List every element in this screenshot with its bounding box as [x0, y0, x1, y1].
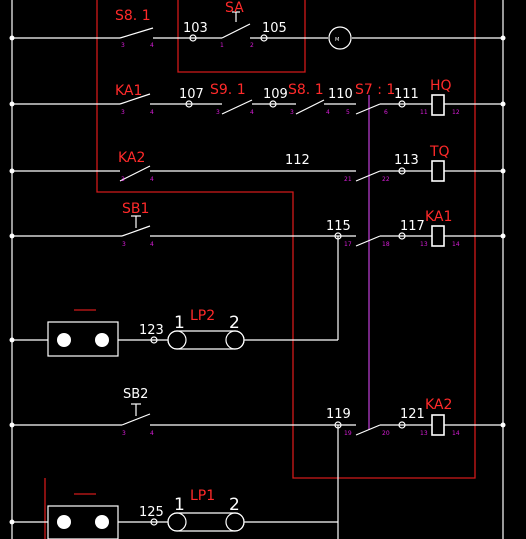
pin: 3: [122, 241, 126, 248]
pin: 21: [344, 176, 352, 183]
pin: 4: [150, 176, 154, 183]
pin: 11: [420, 109, 428, 116]
row-2: KA1 S9. 1 S8. 1 S7 : 1 HQ 107 109 110 11…: [9, 78, 506, 116]
pin: 3: [121, 42, 125, 49]
wire-121: 121: [400, 407, 425, 422]
terminal-screw: [57, 515, 71, 529]
motor-label: M: [335, 37, 339, 43]
label-sb1: SB1: [122, 201, 149, 217]
pin: 4: [150, 430, 154, 437]
switch-s91: [221, 99, 253, 115]
lamp-lp1-terminal-1: 1: [174, 495, 185, 515]
lamp-lp2-terminal-1: 1: [174, 313, 185, 333]
label-ka2-contact: KA2: [118, 150, 145, 166]
lamp-lp2: [167, 330, 245, 350]
pin: 20: [382, 430, 390, 437]
switch-sa: [221, 23, 251, 39]
pin: 17: [344, 241, 352, 248]
terminal-screw: [57, 333, 71, 347]
label-lp2: LP2: [190, 308, 215, 324]
pin: 4: [250, 109, 254, 116]
pin: 4: [150, 42, 154, 49]
bus-lines: [11, 0, 504, 539]
pin: 3: [122, 430, 126, 437]
contact-ka2: [119, 165, 151, 182]
pushbutton-sb1: [121, 225, 151, 237]
pin: 14: [452, 241, 460, 248]
pin: 3: [121, 109, 125, 116]
coil-hq: [431, 94, 445, 116]
wire-105: 105: [262, 21, 287, 36]
motor-symbol: [328, 26, 352, 50]
wire-117: 117: [400, 219, 425, 234]
lamp-lp1-terminal-2: 2: [229, 495, 240, 515]
pin: 22: [382, 176, 390, 183]
label-sa: SA: [225, 0, 244, 16]
lamp-lp1: [167, 512, 245, 532]
pin: 3: [290, 109, 294, 116]
pin: 4: [326, 109, 330, 116]
label-s71: S7 : 1: [355, 82, 395, 98]
coil-ka1: [431, 225, 445, 247]
lamp-lp2-terminal-2: 2: [229, 313, 240, 333]
terminal-block-upper: [47, 321, 119, 357]
wire-115: 115: [326, 219, 351, 234]
contact-ka1: [119, 93, 151, 105]
row-3: KA2 TQ 112 113 3 4 21 22: [9, 144, 506, 183]
pin: 6: [384, 109, 388, 116]
switch-s81: [119, 27, 154, 39]
pin: 1: [220, 42, 224, 49]
pin: 18: [382, 241, 390, 248]
wire-107: 107: [179, 87, 204, 102]
frame-inner: [177, 0, 306, 73]
wire-125: 125: [139, 505, 164, 520]
label-tq: TQ: [429, 144, 450, 160]
row-7: 125 LP1 1 2: [9, 488, 338, 539]
terminal-screw: [95, 333, 109, 347]
pin: 4: [150, 241, 154, 248]
label-lp1: LP1: [190, 488, 215, 504]
wire-113: 113: [394, 153, 419, 168]
pin: 13: [420, 430, 428, 437]
wire-111: 111: [394, 87, 419, 102]
label-ka2-coil: KA2: [425, 397, 452, 413]
wire-112: 112: [285, 153, 310, 168]
pin: 13: [420, 241, 428, 248]
label-ka1-coil: KA1: [425, 209, 452, 225]
coil-tq: [431, 160, 445, 182]
row-5: 123 LP2 1 2: [9, 308, 338, 357]
switch-s71: [355, 103, 381, 115]
pin: 5: [346, 109, 350, 116]
switch-s81b: [295, 99, 325, 115]
frame-upper: [96, 0, 476, 479]
pin: 2: [250, 42, 254, 49]
pin: 3: [121, 176, 125, 183]
wire-123: 123: [139, 323, 164, 338]
panel-frames: [44, 0, 476, 539]
pin: 19: [344, 430, 352, 437]
label-sb2: SB2: [123, 387, 148, 402]
pin: 3: [216, 109, 220, 116]
wire-119: 119: [326, 407, 351, 422]
pin: 4: [150, 109, 154, 116]
pin: 12: [452, 109, 460, 116]
wire-103: 103: [183, 21, 208, 36]
label-s81: S8. 1: [115, 8, 151, 24]
label-hq: HQ: [430, 78, 452, 94]
row-6: SB2 KA2 119 121 3 4 19 20 13 14: [9, 387, 506, 437]
label-s91: S9. 1: [210, 82, 246, 98]
terminal-screw: [95, 515, 109, 529]
row-1: S8. 1 SA 103 105 M 3 4 1 2: [9, 0, 506, 50]
row-4: SB1 KA1 115 117 3 4 17 18 13 14: [9, 201, 506, 248]
wire-110: 110: [328, 87, 353, 102]
pushbutton-sb2: [121, 413, 151, 426]
label-ka1-contact: KA1: [115, 83, 142, 99]
coil-ka2: [431, 414, 445, 436]
pin: 14: [452, 430, 460, 437]
wire-109: 109: [263, 87, 288, 102]
label-s81b: S8. 1: [288, 82, 324, 98]
